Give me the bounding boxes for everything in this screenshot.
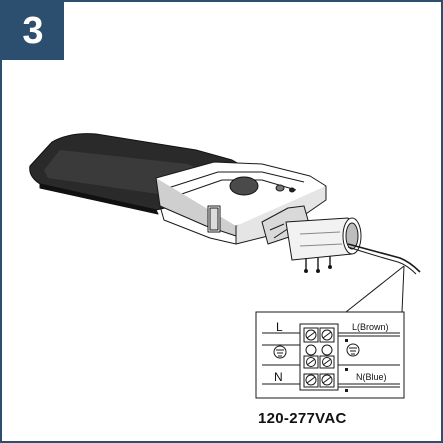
street-light-fixture xyxy=(29,133,421,275)
photocell-sensor xyxy=(229,176,259,196)
callout-lines xyxy=(345,265,405,313)
label-line-right: L(Brown) xyxy=(352,322,389,332)
wiring-detail: L N xyxy=(255,311,405,399)
step-number-badge: 3 xyxy=(2,2,64,60)
label-neutral-left: N xyxy=(274,370,283,384)
label-neutral-right: N(Blue) xyxy=(356,372,387,382)
voltage-caption: 120-277VAC xyxy=(258,410,347,427)
ground-icon xyxy=(273,345,287,359)
label-line-left: L xyxy=(276,320,283,334)
ground-icon-right xyxy=(346,343,360,357)
power-cable xyxy=(347,243,421,273)
terminal-block xyxy=(299,323,339,391)
